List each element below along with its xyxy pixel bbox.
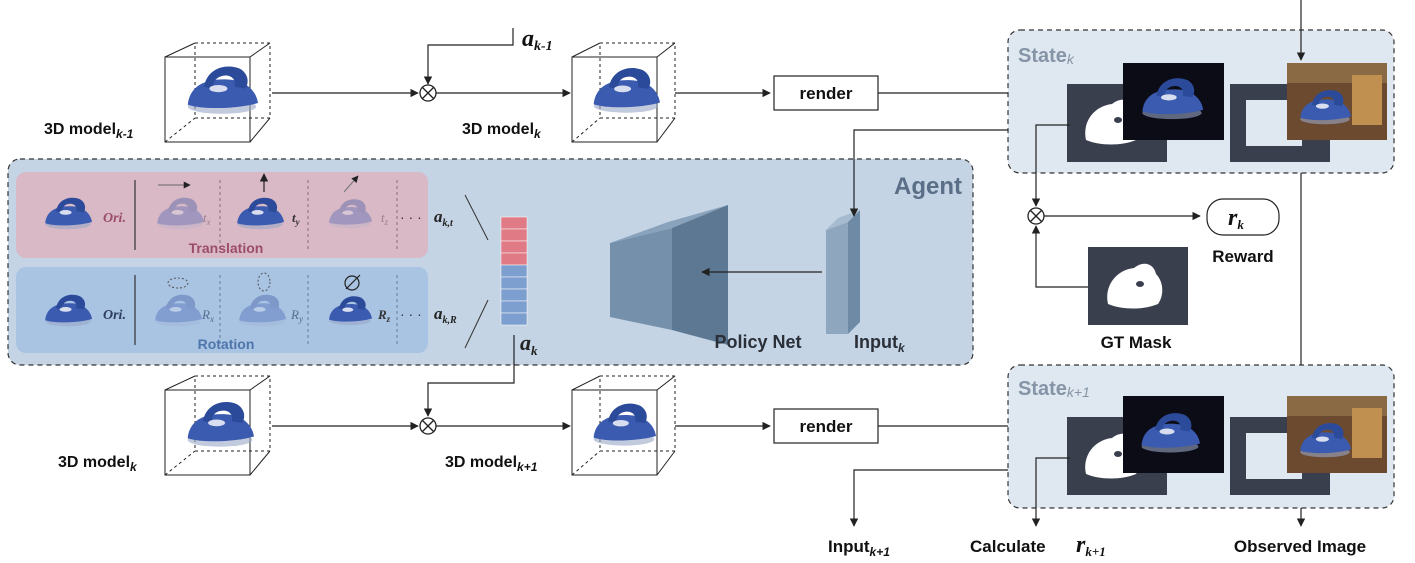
combine-op-bottom	[419, 417, 437, 435]
input-k1-label: Inputk+1	[828, 537, 890, 559]
translation-label: Translation	[189, 240, 264, 256]
model-cube-k-bottom	[164, 375, 271, 476]
observed-crop-frame-k1	[1230, 417, 1330, 495]
rendered-image-k1	[1123, 396, 1224, 473]
translation-strip	[16, 172, 428, 258]
svg-text:Rx: Rx	[201, 307, 214, 324]
observed-image-k1	[1287, 396, 1387, 473]
model-prev-label: 3D modelk-1	[44, 121, 134, 141]
model-cube-k1	[571, 375, 676, 476]
model-cube-prev	[164, 42, 271, 143]
model-k-bottom-label: 3D modelk	[58, 454, 138, 474]
svg-text:render: render	[800, 84, 853, 103]
svg-text:tx: tx	[203, 210, 211, 227]
render-box-top	[773, 75, 879, 111]
model-k-top-label: 3D modelk	[462, 121, 542, 141]
reward-label: Reward	[1212, 247, 1273, 266]
agent-title: Agent	[894, 173, 962, 200]
combine-op-top	[419, 84, 437, 102]
policy-net-label: Policy Net	[714, 332, 801, 352]
observed-image-k	[1287, 63, 1387, 140]
svg-text:tz: tz	[381, 210, 389, 227]
gt-mask-label: GT Mask	[1101, 333, 1172, 352]
input-k-label: Inputk	[854, 332, 906, 355]
ak-label: ak	[520, 330, 538, 358]
calc-r-label: rk+1	[1076, 532, 1106, 559]
calculate-label: Calculate	[970, 537, 1046, 556]
rotation-label: Rotation	[198, 336, 255, 352]
gt-mask-image	[1088, 247, 1188, 325]
state-k-label: Statek	[1018, 45, 1075, 67]
policy-net	[610, 205, 728, 345]
action-vector	[500, 216, 528, 326]
svg-text:ty: ty	[292, 210, 301, 227]
model-cube-k-top	[571, 42, 676, 143]
a-prev-label: ak-1	[522, 26, 553, 54]
rotation-strip	[16, 267, 428, 353]
svg-text:ak,t: ak,t	[434, 207, 454, 229]
svg-text:· · ·: · · ·	[400, 306, 422, 322]
combine-op-reward	[1027, 207, 1045, 225]
model-k1-label: 3D modelk+1	[445, 454, 538, 474]
svg-text:render: render	[800, 417, 853, 436]
rendered-image-k	[1123, 63, 1224, 140]
input-block	[826, 210, 860, 334]
svg-text:Rz: Rz	[377, 307, 391, 324]
ori-label-rotation: Ori.	[103, 308, 126, 323]
svg-text:· · ·: · · ·	[400, 209, 422, 225]
observed-image-label: Observed Image	[1234, 537, 1366, 556]
svg-text:Ry: Ry	[290, 307, 303, 324]
state-k1-label: Statek+1	[1018, 378, 1090, 400]
ori-label-translation: Ori.	[103, 211, 126, 226]
svg-text:rk: rk	[1228, 205, 1244, 232]
svg-text:ak,R: ak,R	[434, 304, 457, 326]
reward-box	[1206, 198, 1280, 236]
